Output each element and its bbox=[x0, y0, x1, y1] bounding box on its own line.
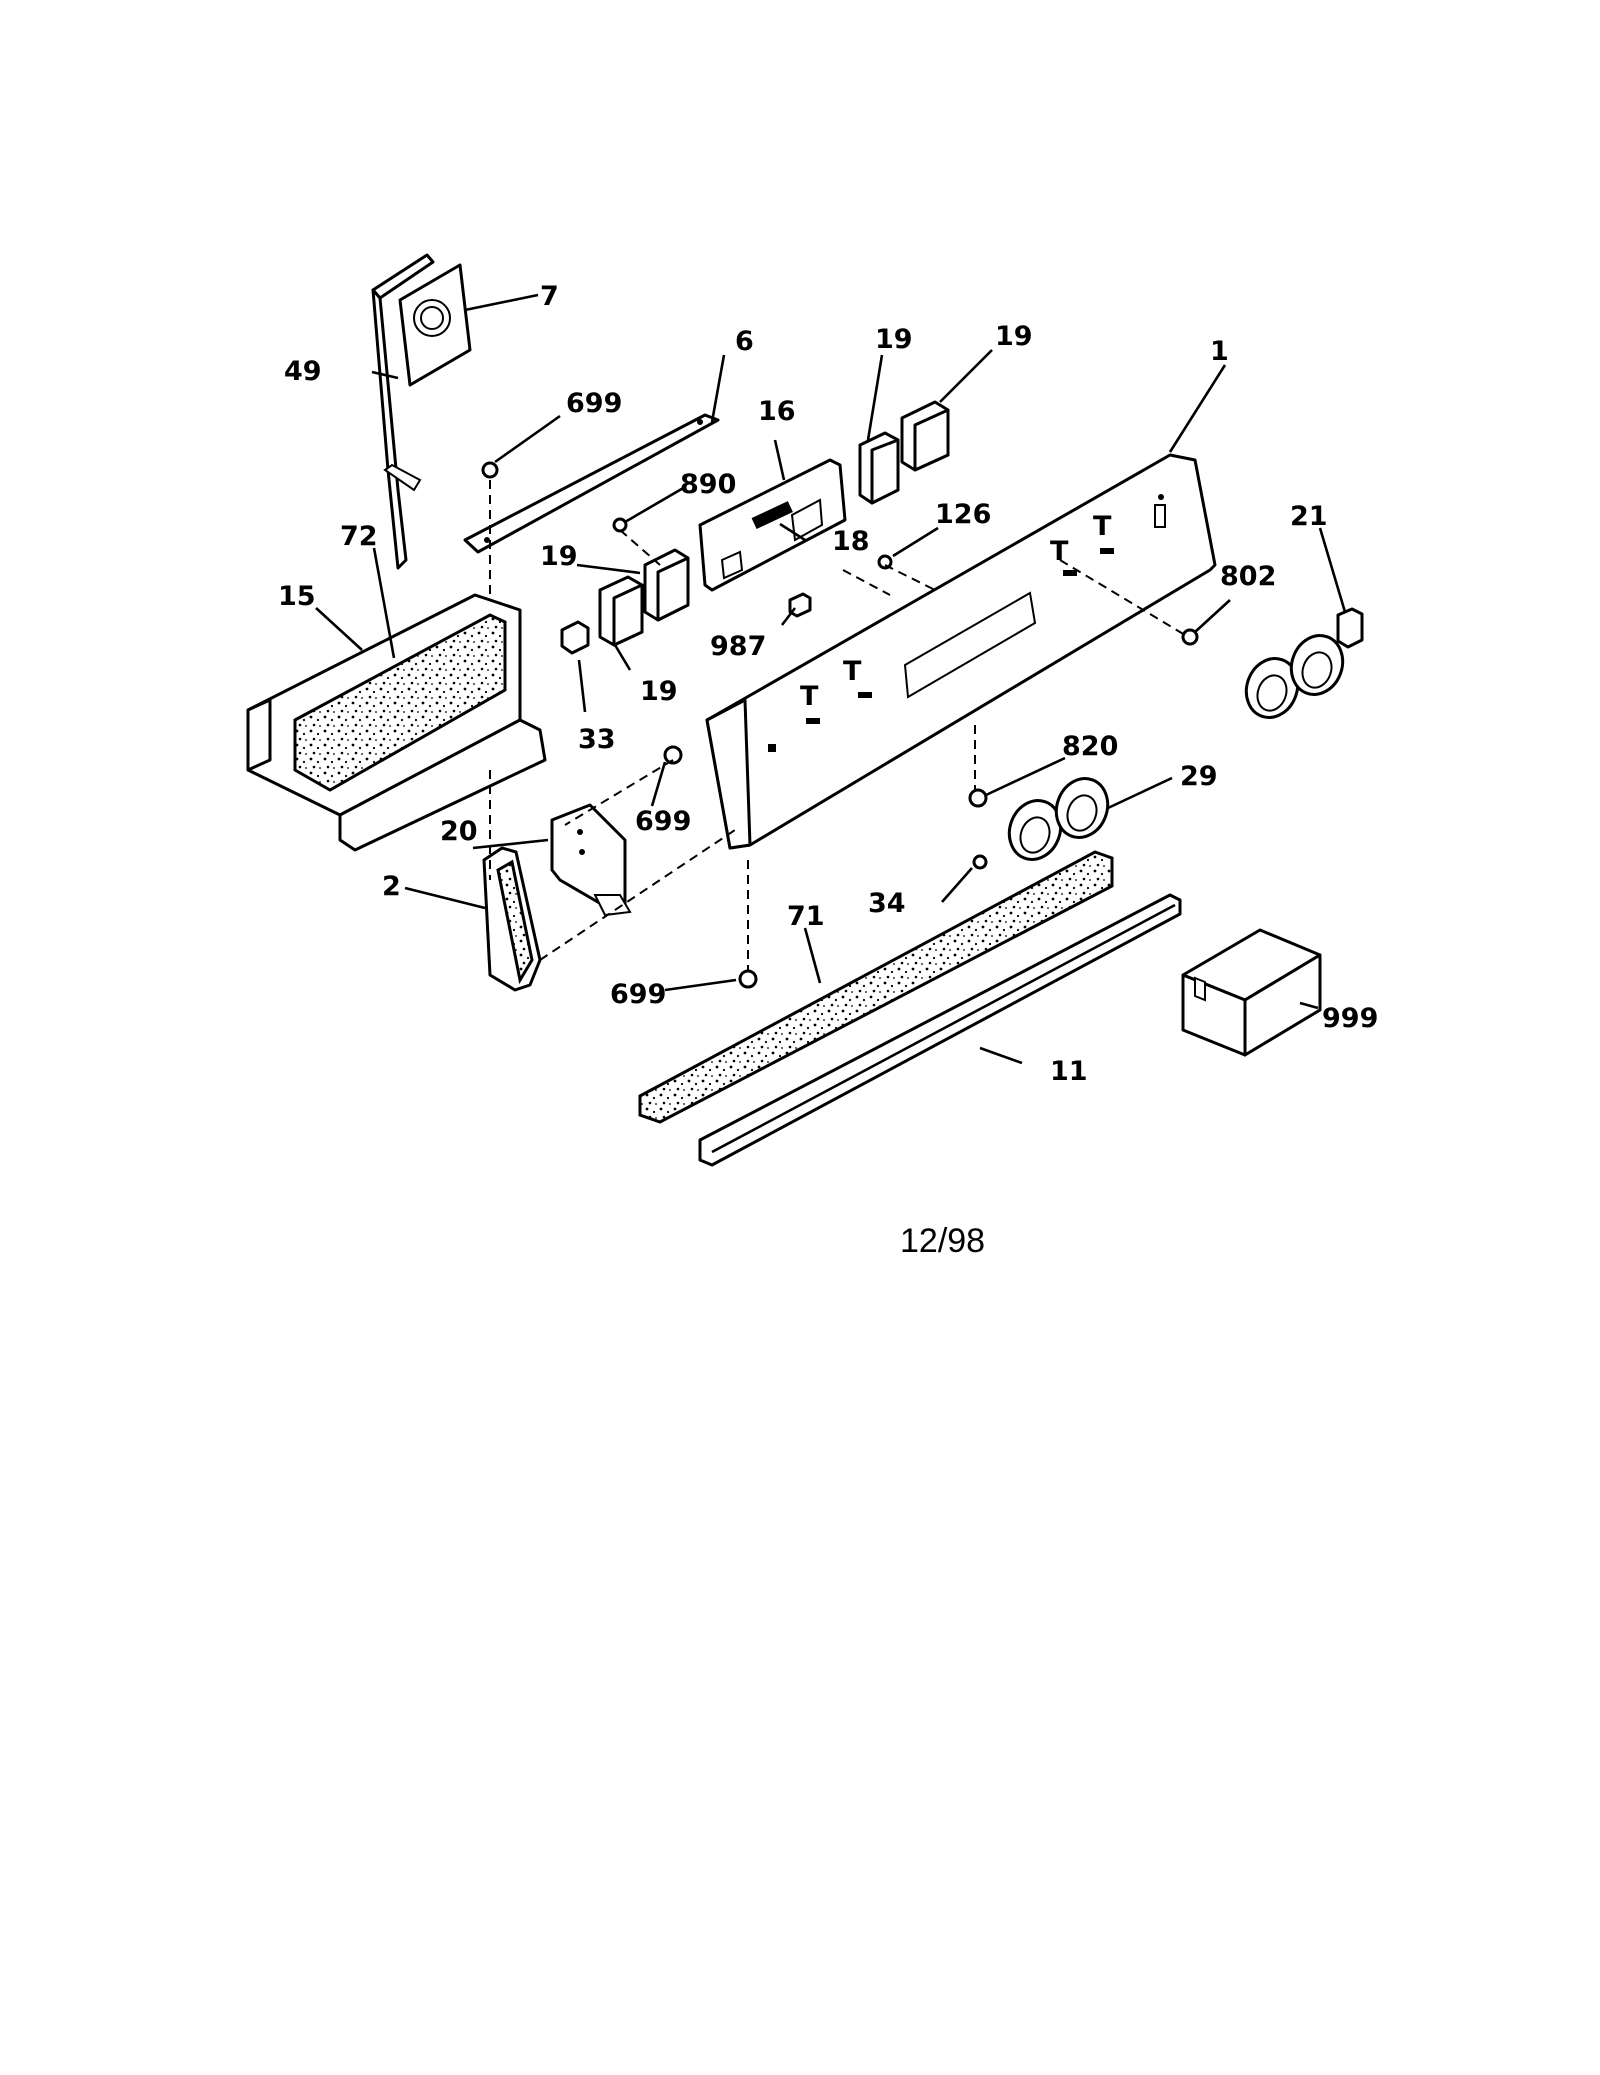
callout-18: 18 bbox=[832, 526, 870, 557]
callout-890: 890 bbox=[680, 469, 736, 500]
channel-15 bbox=[246, 593, 547, 852]
callout-19-c: 19 bbox=[540, 541, 578, 572]
svg-text:T: T bbox=[800, 681, 819, 712]
callout-999: 999 bbox=[1322, 1003, 1378, 1034]
callout-labels: 7 49 6 699 890 16 18 19 19 126 1 19 19 3… bbox=[278, 281, 1378, 1087]
callout-802: 802 bbox=[1220, 561, 1276, 592]
callout-34: 34 bbox=[868, 888, 906, 919]
callout-1: 1 bbox=[1210, 336, 1229, 367]
knob-marks: T T T T bbox=[768, 511, 1114, 752]
callout-72: 72 bbox=[340, 521, 378, 552]
bracket-49 bbox=[371, 253, 472, 570]
control-panel-1: T T T T bbox=[705, 453, 1217, 850]
switch-19-low bbox=[598, 575, 644, 647]
switch-19-upper-left bbox=[858, 431, 900, 505]
callout-6: 6 bbox=[735, 326, 754, 357]
callout-699-low: 699 bbox=[610, 979, 666, 1010]
callout-699-mid: 699 bbox=[635, 806, 691, 837]
callout-7: 7 bbox=[540, 281, 559, 312]
knob-29-pair bbox=[1007, 777, 1110, 861]
callout-49: 49 bbox=[284, 356, 322, 387]
callout-71: 71 bbox=[787, 901, 825, 932]
callout-15: 15 bbox=[278, 581, 316, 612]
svg-text:T: T bbox=[1050, 536, 1069, 567]
trim-11 bbox=[698, 893, 1182, 1167]
clip-33 bbox=[560, 620, 590, 655]
strip-6 bbox=[463, 413, 720, 554]
callout-29: 29 bbox=[1180, 761, 1218, 792]
callout-16: 16 bbox=[758, 396, 796, 427]
switch-19-mid bbox=[643, 548, 690, 622]
callout-19-b: 19 bbox=[995, 321, 1033, 352]
switch-19-upper-right bbox=[900, 400, 950, 472]
switch-21 bbox=[1336, 607, 1364, 649]
callout-11: 11 bbox=[1050, 1056, 1088, 1087]
assembly-lines bbox=[489, 480, 1186, 970]
bracket-20 bbox=[550, 803, 632, 917]
screws bbox=[481, 461, 1199, 989]
callout-19-d: 19 bbox=[640, 676, 678, 707]
svg-text:T: T bbox=[1093, 511, 1112, 542]
end-cap-2 bbox=[482, 846, 542, 992]
svg-text:T: T bbox=[843, 656, 862, 687]
leader-lines bbox=[315, 293, 1347, 1065]
callout-20: 20 bbox=[440, 816, 478, 847]
clip-987 bbox=[788, 592, 812, 618]
box-999 bbox=[1181, 928, 1322, 1057]
callout-987: 987 bbox=[710, 631, 766, 662]
callout-2: 2 bbox=[382, 871, 401, 902]
callout-19-a: 19 bbox=[875, 324, 913, 355]
trim-71 bbox=[638, 850, 1114, 1124]
callout-820: 820 bbox=[1062, 731, 1118, 762]
callout-126: 126 bbox=[935, 499, 991, 530]
callout-21: 21 bbox=[1290, 501, 1328, 532]
date-code: 12/98 bbox=[900, 1222, 985, 1260]
callout-33: 33 bbox=[578, 724, 616, 755]
knob-pair-upper bbox=[1244, 634, 1345, 719]
callout-699-top: 699 bbox=[566, 388, 622, 419]
